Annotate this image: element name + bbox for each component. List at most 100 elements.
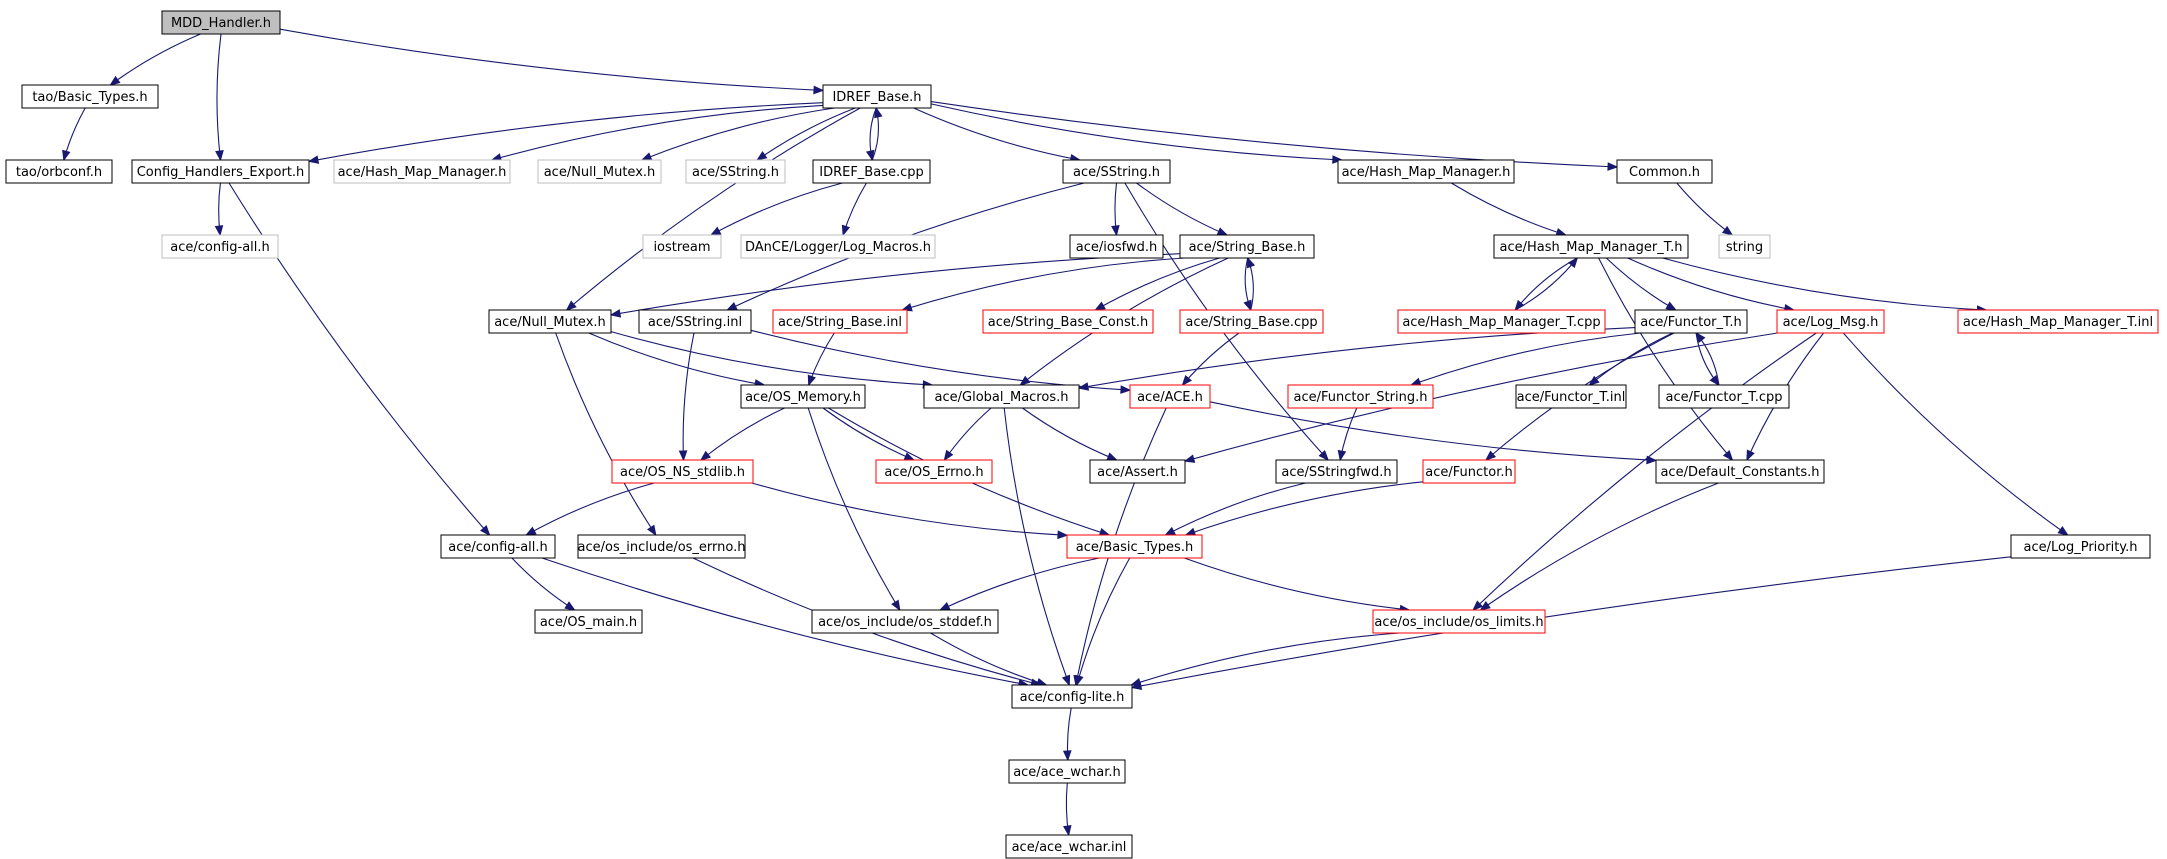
node-assert[interactable]: ace/Assert.h [1089,459,1186,484]
node-ss_g[interactable]: ace/SString.h [685,159,786,184]
arrowhead-functorh-to-acebt [1184,527,1197,536]
node-label-osmem: ace/OS_Memory.h [745,390,861,405]
edge-strbase-to-sbconst [1095,257,1220,311]
edge-logmsg-to-assert [1184,332,1778,462]
node-acebt[interactable]: ace/Basic_Types.h [1066,534,1203,559]
node-ssinl[interactable]: ace/SString.inl [638,309,752,334]
edge-chexp-to-cfgall [228,182,490,536]
node-hmm[interactable]: ace/Hash_Map_Manager.h [1337,159,1515,184]
node-box-stddef [811,609,999,634]
edge-gmac-to-cfglite [1003,407,1070,686]
edge-sbcpp-to-ace [1182,332,1240,386]
node-functor[interactable]: ace/Functor_T.h [1634,309,1748,334]
node-defc[interactable]: ace/Default_Constants.h [1655,459,1825,484]
node-cfgall[interactable]: ace/config-all.h [440,534,556,559]
arrowhead-ss-to-ssinl [726,302,738,311]
node-box-fcpp [1658,384,1790,409]
node-label-oserrno: ace/os_include/os_errno.h [578,540,746,555]
node-functorh[interactable]: ace/Functor.h [1422,459,1516,484]
arrowhead-mdd-to-tao_bt [109,75,121,86]
node-label-idref: IDREF_Base.h [832,90,921,105]
edge-gmac-to-assert [1022,407,1117,461]
node-box-functorh [1422,459,1516,484]
arrowhead-ss-to-iosfwd [1111,225,1120,237]
node-errno_h[interactable]: ace/OS_Errno.h [875,459,993,484]
node-label-finl: ace/Functor_T.inl [1517,390,1626,405]
node-sbcpp[interactable]: ace/String_Base.cpp [1179,309,1324,334]
node-hmmtcpp[interactable]: ace/Hash_Map_Manager_T.cpp [1397,309,1606,334]
node-chexp[interactable]: Config_Handlers_Export.h [131,159,310,184]
arrowhead-idref-to-nm_g [640,152,653,161]
edge-hmmt-to-hmmtcpp [1514,257,1578,311]
node-oserrno[interactable]: ace/os_include/os_errno.h [577,534,746,559]
edge-ace-to-defc [1209,401,1657,461]
node-string[interactable]: string [1718,234,1771,259]
node-hmm_g[interactable]: ace/Hash_Map_Manager.h [333,159,511,184]
node-strbase[interactable]: ace/String_Base.h [1179,234,1315,259]
arrowhead-logmsg-to-assert [1183,454,1196,463]
node-box-finl [1515,384,1627,409]
node-iosfwd[interactable]: ace/iosfwd.h [1069,234,1164,259]
arrowhead-logmsg-to-defc [1746,449,1755,462]
node-cfgall_g[interactable]: ace/config-all.h [161,234,279,259]
node-ss[interactable]: ace/SString.h [1062,159,1171,184]
node-label-logmac: DAnCE/Logger/Log_Macros.h [745,240,931,255]
node-hmmtinl[interactable]: ace/Hash_Map_Manager_T.inl [1957,309,2159,334]
node-hmmt[interactable]: ace/Hash_Map_Manager_T.h [1493,234,1689,259]
node-ssfwd[interactable]: ace/SStringfwd.h [1275,459,1398,484]
node-box-ace [1129,384,1211,409]
edge-ssinl-to-ace [750,329,1131,391]
node-box-fstr [1287,384,1434,409]
edge-ss-to-strbase [1136,182,1228,236]
node-tao_orb[interactable]: tao/orbconf.h [5,159,113,184]
arrowhead-idrefcpp-to-idref [874,106,883,119]
node-fstr[interactable]: ace/Functor_String.h [1287,384,1434,409]
node-idref[interactable]: IDREF_Base.h [822,84,932,109]
node-osmain[interactable]: ace/OS_main.h [534,609,643,634]
node-nsstd[interactable]: ace/OS_NS_stdlib.h [611,459,754,484]
node-gmac[interactable]: ace/Global_Macros.h [923,384,1080,409]
node-nm_g[interactable]: ace/Null_Mutex.h [537,159,662,184]
arrowhead-strbase-to-sbcpp [1243,299,1252,312]
edge-ssfwd-to-acebt [1165,482,1306,536]
node-common[interactable]: Common.h [1616,159,1713,184]
node-box-string [1718,234,1771,259]
node-finl[interactable]: ace/Functor_T.inl [1515,384,1627,409]
node-box-wcharinl [1005,834,1133,859]
node-iostream[interactable]: iostream [642,234,722,259]
node-label-idrefcpp: IDREF_Base.cpp [819,165,924,180]
node-fcpp[interactable]: ace/Functor_T.cpp [1658,384,1790,409]
node-ace[interactable]: ace/ACE.h [1129,384,1211,409]
node-box-osmem [740,384,866,409]
node-stddef[interactable]: ace/os_include/os_stddef.h [811,609,999,634]
node-wcharinl[interactable]: ace/ace_wchar.inl [1005,834,1133,859]
node-box-ssfwd [1275,459,1398,484]
node-wchar[interactable]: ace/ace_wchar.h [1008,759,1126,784]
node-cfglite[interactable]: ace/config-lite.h [1011,684,1133,709]
node-label-nm_g: ace/Null_Mutex.h [544,165,656,180]
edge-functor-to-fstr [1411,332,1641,386]
node-nm[interactable]: ace/Null_Mutex.h [488,309,612,334]
node-box-hmmtinl [1957,309,2159,334]
node-sbconst[interactable]: ace/String_Base_Const.h [982,309,1154,334]
node-box-ss [1062,159,1171,184]
node-mdd[interactable]: MDD_Handler.h [161,10,281,35]
arrowhead-osmem-to-nsstd [699,450,712,461]
node-box-logmsg [1776,309,1885,334]
edge-logpri-to-cfglite [1131,556,2012,689]
arrowhead-nsstd-to-cfgall [525,526,537,536]
node-sbinl[interactable]: ace/String_Base.inl [772,309,908,334]
node-tao_bt[interactable]: tao/Basic_Types.h [21,84,159,109]
arrowhead-ace-to-defc [1646,455,1658,465]
node-limits[interactable]: ace/os_include/os_limits.h [1372,609,1546,634]
node-logmsg[interactable]: ace/Log_Msg.h [1776,309,1885,334]
edge-logmsg-to-logpri [1842,332,2069,536]
node-osmem[interactable]: ace/OS_Memory.h [740,384,866,409]
node-box-logmac [740,234,936,259]
node-idrefcpp[interactable]: IDREF_Base.cpp [812,159,931,184]
node-box-idrefcpp [812,159,931,184]
node-logpri[interactable]: ace/Log_Priority.h [2010,534,2151,559]
node-label-tao_bt: tao/Basic_Types.h [32,90,147,105]
node-logmac[interactable]: DAnCE/Logger/Log_Macros.h [740,234,936,259]
